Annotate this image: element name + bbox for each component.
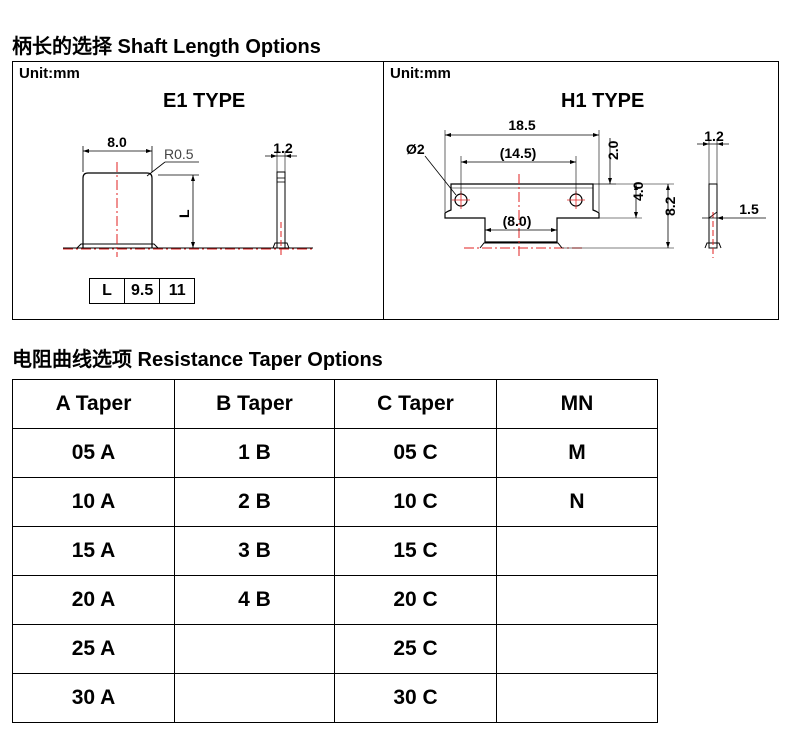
e1-radius-label: R0.5 (164, 146, 194, 162)
h1-step-arrow (717, 216, 723, 220)
e1-l-arrow-bottom (191, 242, 195, 248)
e1-thk-arrow-left (271, 154, 277, 158)
table-cell: 3 B (174, 526, 335, 576)
h1-pitch-arrow-right (570, 160, 576, 164)
e1-length-table: L 9.5 11 (89, 278, 196, 304)
table-cell: M (496, 428, 658, 478)
h1-thk-label: 1.2 (704, 128, 724, 144)
table-cell (496, 575, 658, 625)
h1-4-arrow-bottom (634, 212, 638, 218)
table-row: 20 A 4 B 20 C (12, 575, 658, 625)
h1-4-label: 4.0 (630, 181, 646, 201)
table-cell: 25 C (334, 624, 497, 674)
table-cell: 2 B (174, 477, 335, 527)
table-cell: 30 C (334, 673, 497, 723)
table-cell: 25 A (12, 624, 175, 674)
e1-type-title: E1 TYPE (163, 90, 246, 112)
h1-neck-label: (8.0) (503, 213, 532, 229)
h1-top-label: 2.0 (605, 140, 621, 160)
taper-header-a: A Taper (12, 379, 175, 429)
table-cell: 30 A (12, 673, 175, 723)
table-cell: 15 A (12, 526, 175, 576)
e1-l-arrow-top (191, 175, 195, 181)
taper-header-row: A Taper B Taper C Taper MN (12, 379, 658, 429)
h1-overall-arrow-left (445, 133, 451, 137)
table-cell: 4 B (174, 575, 335, 625)
h1-foot (479, 242, 563, 249)
taper-header-mn: MN (496, 379, 658, 429)
h1-pitch-arrow-left (461, 160, 467, 164)
e1-l-label: L (176, 209, 192, 218)
h1-4-arrow-top (634, 184, 638, 190)
h1-8-arrow-bottom (666, 242, 670, 248)
h1-hole-label: Ø2 (406, 141, 425, 157)
e1-thk-label: 1.2 (273, 140, 293, 156)
h1-thk-arrow-left (703, 142, 709, 146)
e1-shaft-outline (82, 172, 153, 248)
h1-unit-label: Unit:mm (390, 65, 451, 82)
e1-radius-leader (146, 161, 166, 177)
table-cell (496, 673, 658, 723)
h1-pitch-label: (14.5) (500, 145, 537, 161)
length-table-row: L 9.5 11 (89, 278, 196, 304)
e1-thk-arrow-right (285, 154, 291, 158)
table-cell (496, 526, 658, 576)
h1-neck-arrow-left (485, 228, 491, 232)
h1-bracket-outline (444, 183, 600, 243)
h1-thk-arrow-right (717, 142, 723, 146)
table-cell: 1 B (174, 428, 335, 478)
e1-side-view (276, 171, 286, 249)
h1-hole-leader (424, 155, 457, 196)
length-table-cell: 11 (159, 278, 196, 304)
table-row: 15 A 3 B 15 C (12, 526, 658, 576)
h1-top-arrow (608, 178, 612, 184)
taper-table: A Taper B Taper C Taper MN 05 A 1 B 05 C… (12, 379, 658, 723)
e1-width-arrow-right (146, 149, 152, 153)
table-cell (174, 673, 335, 723)
h1-type-title: H1 TYPE (561, 90, 645, 112)
length-table-cell: L (89, 278, 125, 304)
taper-header-c: C Taper (334, 379, 497, 429)
e1-unit-label: Unit:mm (19, 65, 80, 82)
h1-step-label: 1.5 (739, 201, 759, 217)
table-cell: N (496, 477, 658, 527)
table-cell: 15 C (334, 526, 497, 576)
table-cell (174, 624, 335, 674)
table-row: 10 A 2 B 10 C N (12, 477, 658, 527)
table-row: 25 A 25 C (12, 624, 658, 674)
table-row: 30 A 30 C (12, 673, 658, 723)
h1-8-arrow-top (666, 184, 670, 190)
shaft-length-heading: 柄长的选择 Shaft Length Options (12, 36, 321, 58)
h1-type-panel: Unit:mm H1 TYPE Ø2 18.5 (14.5) (383, 61, 779, 320)
e1-type-panel: Unit:mm E1 TYPE 8.0 R0.5 L (12, 61, 384, 320)
h1-drawing: Ø2 18.5 (14.5) (8.0) 2.0 4.0 (406, 117, 766, 258)
table-cell: 10 A (12, 477, 175, 527)
h1-8-label: 8.2 (662, 196, 678, 216)
taper-header-b: B Taper (174, 379, 335, 429)
h1-neck-arrow-right (551, 228, 557, 232)
h1-overall-label: 18.5 (508, 117, 535, 133)
table-cell (496, 624, 658, 674)
h1-overall-arrow-right (593, 133, 599, 137)
table-row: 05 A 1 B 05 C M (12, 428, 658, 478)
table-cell: 20 A (12, 575, 175, 625)
length-table-cell: 9.5 (123, 278, 161, 304)
table-cell: 05 A (12, 428, 175, 478)
e1-width-label: 8.0 (107, 134, 127, 150)
table-cell: 10 C (334, 477, 497, 527)
resistance-taper-heading: 电阻曲线选项 Resistance Taper Options (12, 349, 383, 371)
table-cell: 20 C (334, 575, 497, 625)
table-cell: 05 C (334, 428, 497, 478)
e1-width-arrow-left (83, 149, 89, 153)
e1-drawing: 8.0 R0.5 L 1.2 (63, 134, 313, 258)
